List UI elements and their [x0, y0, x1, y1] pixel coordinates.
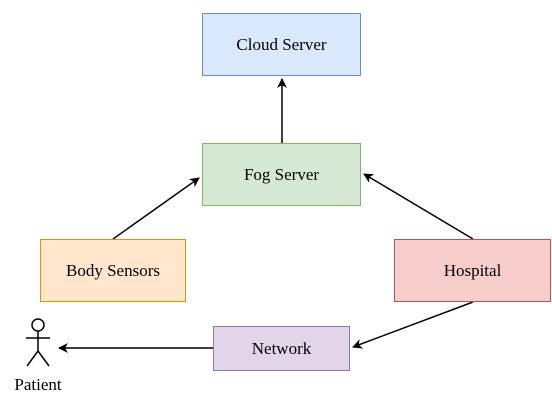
edge-hospital-to-fog	[363, 173, 474, 240]
patient-actor-icon	[26, 318, 50, 367]
network-node: Network	[213, 326, 350, 371]
fog-server-node: Fog Server	[202, 143, 361, 206]
edge-hospital-to-network	[352, 301, 474, 349]
patient-label: Patient	[14, 375, 62, 394]
body-sensors-node: Body Sensors	[40, 239, 186, 302]
edge-body-to-fog	[112, 177, 200, 240]
cloud-server-node: Cloud Server	[202, 13, 361, 76]
hospital-node: Hospital	[394, 239, 551, 302]
